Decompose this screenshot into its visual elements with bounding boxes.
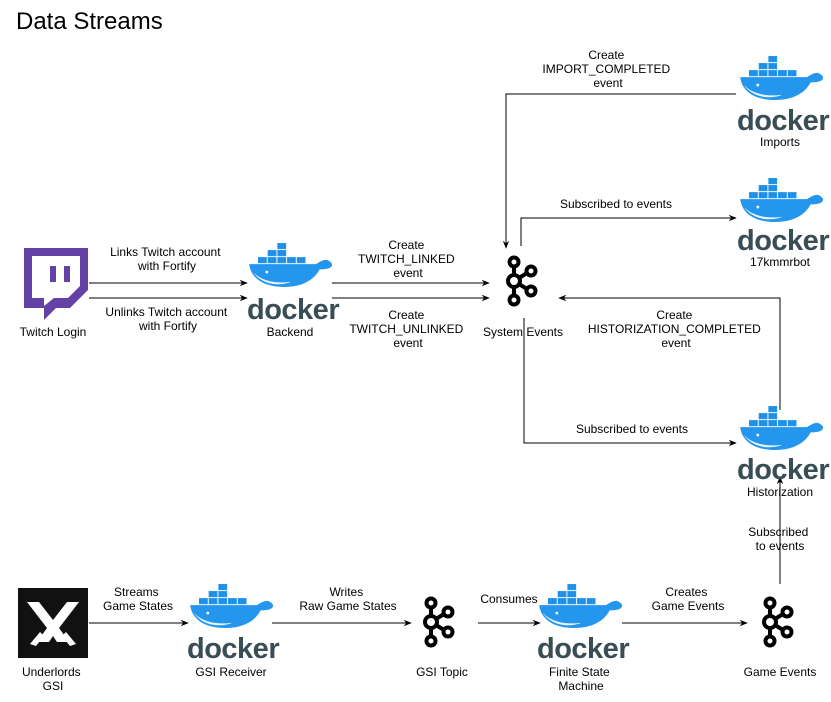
docker-wordmark: docker	[247, 294, 339, 326]
kafka-topic-icon-game-events	[762, 596, 794, 648]
node-label-bot: 17kmmrbot	[750, 255, 811, 269]
node-label-fsm: Finite State Machine	[549, 665, 613, 693]
node-label-gsi-receiver: GSI Receiver	[195, 665, 266, 679]
node-label-imports: Imports	[760, 135, 800, 149]
node-label-historization: Historization	[747, 485, 813, 499]
docker-whale-icon-imports: docker	[737, 55, 830, 137]
edge-label-unlinks: Unlinks Twitch account with Fortify	[105, 305, 230, 333]
edge-label-create-unlinked: Create TWITCH_UNLINKED event	[349, 308, 466, 350]
docker-wordmark: docker	[537, 633, 629, 665]
node-label-gsi-topic: GSI Topic	[416, 665, 468, 679]
underlords-logo-icon	[18, 588, 88, 658]
twitch-logo-icon	[24, 248, 88, 320]
docker-whale-icon-backend: docker	[247, 242, 340, 326]
page-title: Data Streams	[16, 8, 163, 35]
docker-whale-icon-gsi-receiver: docker	[187, 583, 280, 665]
edge-label-streams: Streams Game States	[103, 585, 173, 613]
node-label-twitch-login: Twitch Login	[20, 325, 87, 339]
edge-label-sub-hist: Subscribed to events	[576, 422, 688, 436]
kafka-topic-icon-system-events	[506, 255, 538, 307]
node-label-underlords-gsi: Underlords GSI	[22, 665, 84, 693]
edge-sub-bot	[520, 214, 737, 246]
edge-label-create-linked: Create TWITCH_LINKED event	[358, 238, 458, 280]
edge-historization-completed	[558, 294, 781, 410]
edge-import-completed	[502, 93, 736, 249]
edge-label-writes: Writes Raw Game States	[299, 585, 396, 613]
edge-label-sub-bot: Subscribed to events	[560, 197, 672, 211]
edge-label-links: Links Twitch account with Fortify	[110, 245, 224, 273]
edge-label-historization-completed: Create HISTORIZATION_COMPLETED event	[588, 308, 764, 350]
docker-whale-icon-historization: docker	[737, 405, 830, 486]
edge-sub-hist	[523, 318, 737, 447]
edge-label-import-completed: Create IMPORT_COMPLETED event	[542, 48, 673, 90]
edge-label-creates: Creates Game Events	[652, 585, 725, 613]
docker-wordmark: docker	[737, 105, 829, 137]
docker-whale-icon-bot: docker	[737, 177, 830, 257]
kafka-topic-icon-gsi-topic	[423, 596, 455, 648]
node-label-game-events: Game Events	[744, 665, 817, 679]
edge-label-sub-game: Subscribed to events	[748, 525, 811, 553]
edge-label-consumes: Consumes	[480, 592, 537, 606]
docker-whale-icon-fsm: docker	[537, 583, 630, 665]
docker-wordmark: docker	[187, 633, 279, 665]
node-label-backend: Backend	[267, 325, 314, 339]
docker-wordmark: docker	[737, 225, 829, 257]
node-label-system-events: System Events	[483, 325, 563, 339]
docker-wordmark: docker	[737, 454, 829, 486]
